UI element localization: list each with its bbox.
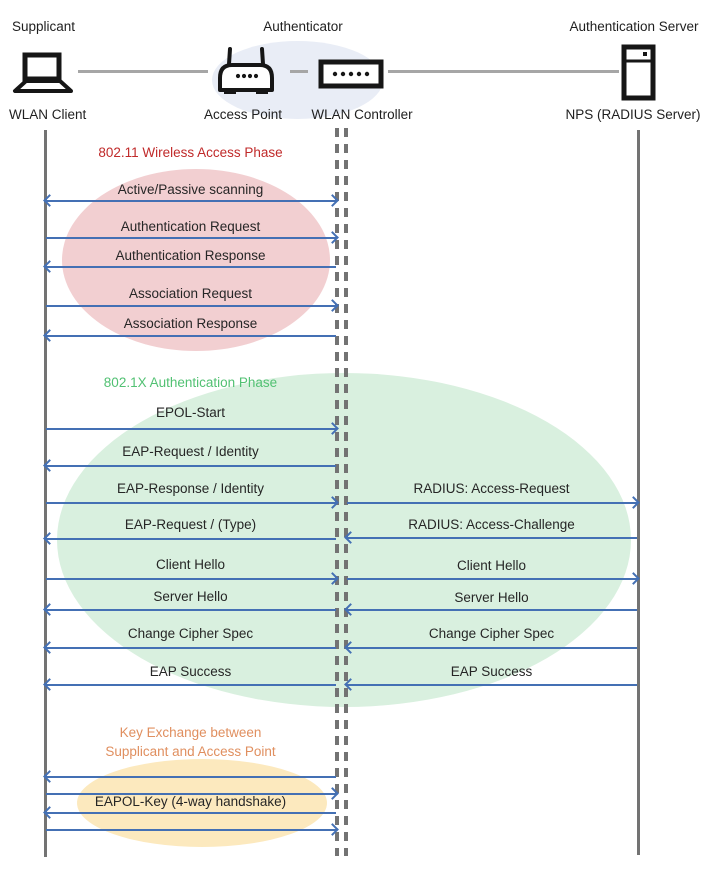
- message-label: Association Request: [128, 286, 253, 301]
- arrow-server-hello-left: [43, 603, 336, 616]
- phase3-title-line2: Supplicant and Access Point: [105, 744, 276, 759]
- arrow-eap-request-identity: [43, 459, 336, 472]
- arrow-radius-access-challenge: [344, 531, 637, 544]
- arrow-client-hello-right: [347, 572, 640, 585]
- role-authentication-server: Authentication Server: [569, 19, 699, 34]
- phase1-title: 802.11 Wireless Access Phase: [98, 145, 283, 160]
- message-label: Change Cipher Spec: [428, 626, 555, 641]
- node-label-nps-radius-server: NPS (RADIUS Server): [565, 107, 701, 122]
- phase3-ellipse: [77, 759, 327, 847]
- message-label: EAP-Response / Identity: [116, 481, 265, 496]
- server-icon: [621, 44, 656, 101]
- phase2-title: 802.1X Authentication Phase: [103, 375, 278, 390]
- role-authenticator: Authenticator: [263, 19, 343, 34]
- switch-icon: [318, 59, 384, 89]
- message-label: Server Hello: [153, 589, 228, 604]
- arrow-association-response: [43, 329, 336, 342]
- lifeline-nps-server: [637, 130, 640, 855]
- arrow-client-hello-left: [46, 572, 339, 585]
- node-label-wlan-controller: WLAN Controller: [311, 107, 413, 122]
- message-label: EAP Success: [149, 664, 232, 679]
- phase3-title-line1: Key Exchange between: [119, 725, 262, 740]
- phase1-ellipse: [62, 169, 330, 351]
- message-label: Active/Passive scanning: [117, 182, 264, 197]
- node-label-access-point: Access Point: [203, 107, 283, 122]
- arrow-authentication-response: [43, 260, 336, 273]
- message-label: EAPOL-Key (4-way handshake): [94, 794, 287, 809]
- message-label: RADIUS: Access-Request: [413, 481, 570, 496]
- message-label: Authentication Response: [115, 248, 266, 263]
- arrow-eapol-key-2: [46, 787, 339, 800]
- message-label: Association Response: [123, 316, 258, 331]
- message-label: Client Hello: [456, 558, 527, 573]
- message-label: EAP Success: [450, 664, 533, 679]
- arrow-server-hello-right: [344, 603, 637, 616]
- arrow-epol-start: [46, 422, 339, 435]
- lifeline-wlan-client: [44, 130, 47, 857]
- arrow-eap-request-type: [43, 532, 336, 545]
- message-label: Server Hello: [454, 590, 529, 605]
- message-label: Change Cipher Spec: [127, 626, 254, 641]
- arrow-eap-success-left: [43, 678, 336, 691]
- arrow-eapol-key-3: [43, 806, 336, 819]
- message-label: Client Hello: [155, 557, 226, 572]
- lifeline-wlan-controller-right: [344, 128, 348, 856]
- connector-controller-server: [388, 70, 619, 73]
- laptop-icon: [12, 52, 74, 94]
- arrow-eap-response-identity: [46, 496, 339, 509]
- message-label: EAP-Request / (Type): [124, 517, 257, 532]
- arrow-scanning: [43, 194, 339, 207]
- message-label: EAP-Request / Identity: [122, 444, 259, 459]
- connector-ap-controller: [290, 70, 308, 73]
- arrow-authentication-request: [46, 231, 339, 244]
- access-point-icon: [212, 46, 280, 96]
- role-supplicant: Supplicant: [12, 19, 76, 34]
- message-label: EPOL-Start: [155, 405, 226, 420]
- connector-client-ap: [78, 70, 208, 73]
- message-label: RADIUS: Access-Challenge: [408, 517, 575, 532]
- arrow-eapol-key-1: [43, 770, 336, 783]
- message-label: Authentication Request: [120, 219, 261, 234]
- lifeline-wlan-controller-left: [335, 128, 339, 856]
- arrow-change-cipher-spec-left: [43, 641, 336, 654]
- arrow-radius-access-request: [347, 496, 640, 509]
- arrow-eap-success-right: [344, 678, 637, 691]
- arrow-eapol-key-4: [46, 823, 339, 836]
- arrow-change-cipher-spec-right: [344, 641, 637, 654]
- arrow-association-request: [46, 299, 339, 312]
- phase3-title: Key Exchange between Supplicant and Acce…: [45, 723, 336, 761]
- node-label-wlan-client: WLAN Client: [9, 107, 87, 122]
